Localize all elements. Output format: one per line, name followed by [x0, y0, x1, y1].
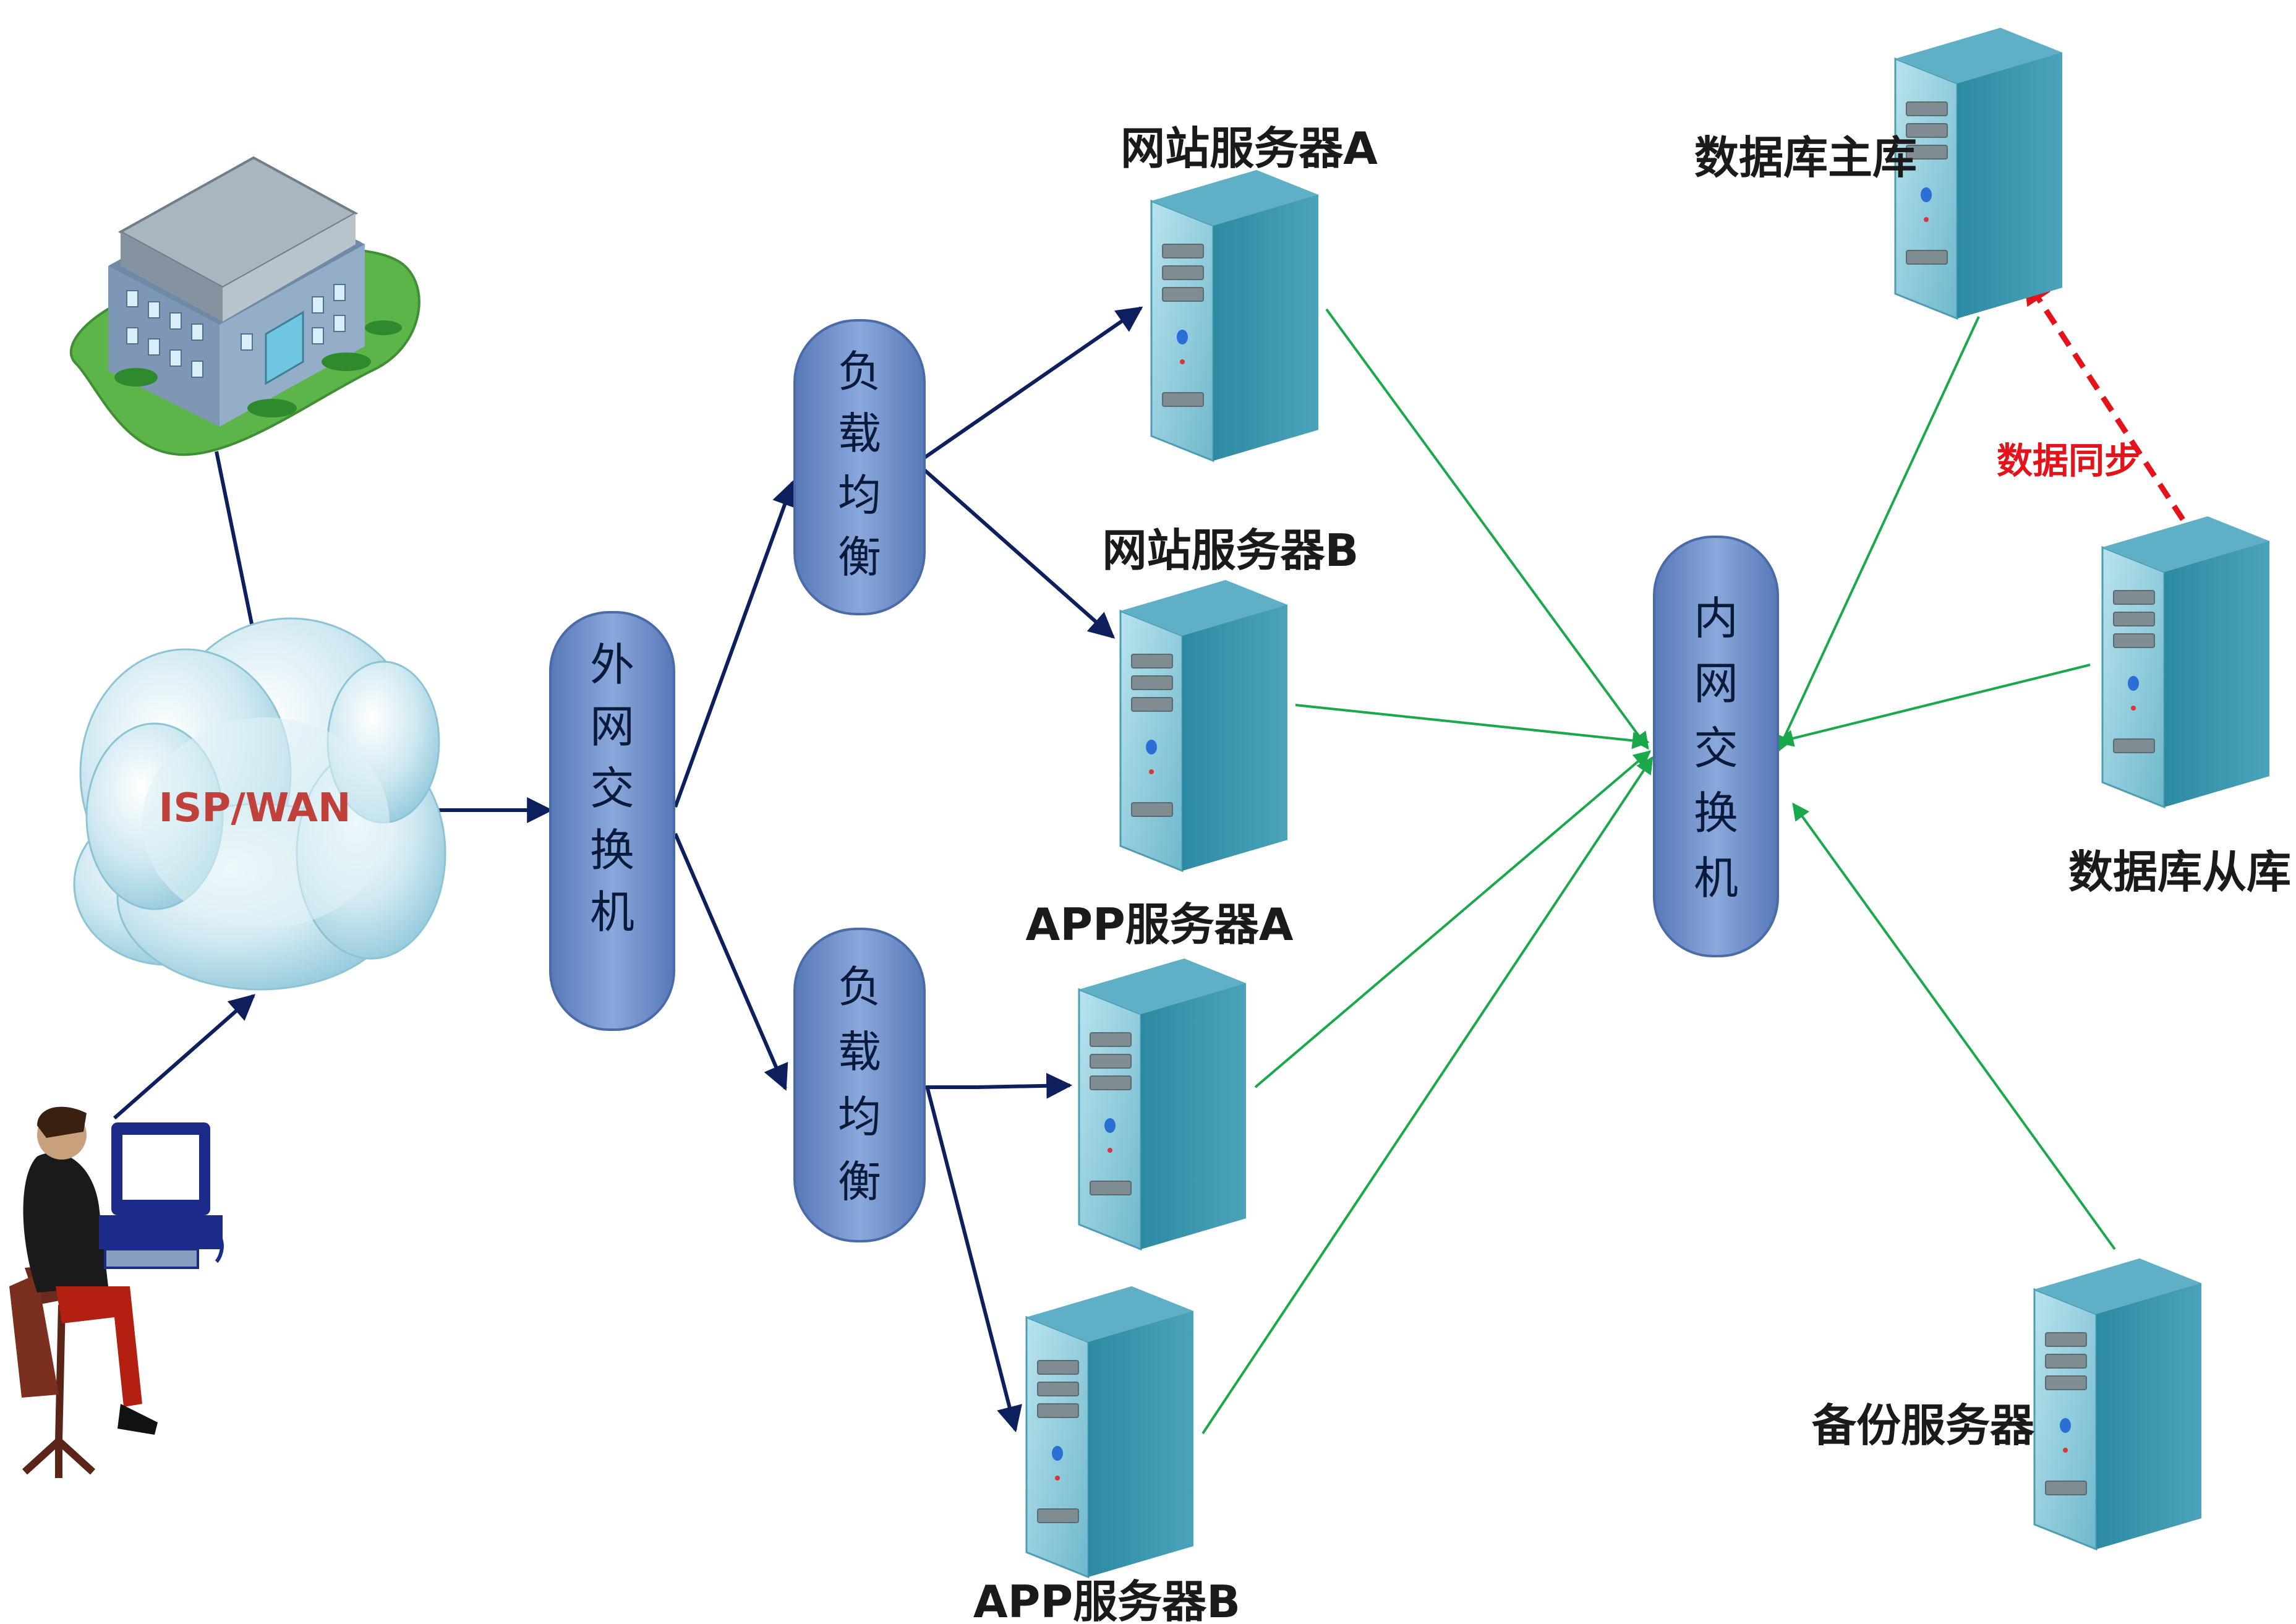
server-icon: [1078, 957, 1247, 1250]
inner-switch-char-1: 内: [1694, 592, 1738, 644]
link-app-a-to-inner-switch: [1254, 750, 1652, 1088]
lb-top-char-2: 载: [838, 408, 881, 459]
lb-top-char-4: 衡: [838, 532, 881, 583]
inner-switch-char-4: 换: [1694, 787, 1738, 839]
link-web-a-to-inner-switch: [1325, 308, 1649, 750]
server-web-a: 网站服务器A: [1120, 122, 1378, 462]
lb-bottom-char-1: 负: [838, 962, 881, 1012]
link-lb-top-to-web-b: [923, 468, 1116, 639]
outer-switch: 外 网 交 换 机: [549, 611, 675, 1031]
lb-bottom-char-4: 衡: [838, 1156, 881, 1207]
office-building-icon: [69, 156, 420, 456]
web-a-label: 网站服务器A: [1120, 122, 1378, 174]
inner-switch-char-5: 机: [1694, 852, 1738, 904]
server-backup: 备份服务器: [1812, 1257, 2203, 1550]
link-outer-switch-to-lb-top: [673, 480, 797, 808]
server-icon: [1894, 27, 2063, 320]
link-lb-top-to-web-a: [923, 306, 1143, 459]
link-db-master-to-inner-switch: [1776, 316, 1980, 753]
external-links: [113, 306, 1143, 1433]
link-lb-bottom-to-app-a: [924, 1072, 1073, 1099]
server-app-a: APP服务器A: [1026, 899, 1294, 1250]
db-slave-label: 数据库从库: [2068, 846, 2291, 898]
inner-switch-char-3: 交: [1694, 722, 1738, 774]
outer-switch-char-5: 机: [590, 886, 634, 938]
server-db-master: 数据库主库: [1694, 27, 2063, 320]
link-backup-to-inner-switch: [1792, 802, 2116, 1250]
cloud-icon: ISP/WAN: [73, 617, 446, 991]
link-user-to-cloud: [113, 994, 256, 1120]
backup-label: 备份服务器: [1812, 1400, 2035, 1451]
outer-switch-char-2: 网: [590, 701, 634, 753]
link-app-b-to-inner-switch: [1201, 756, 1654, 1435]
db-master-label: 数据库主库: [1694, 132, 1917, 184]
cloud-label: ISP/WAN: [159, 785, 351, 831]
server-web-b: 网站服务器B: [1103, 524, 1359, 872]
load-balancer-bottom: 负 载 均 衡: [793, 928, 926, 1242]
server-db-slave: 数据库从库: [2068, 515, 2291, 898]
inner-switch-char-2: 网: [1694, 657, 1738, 709]
server-icon: [1119, 579, 1289, 872]
link-db-slave-to-inner-switch: [1776, 664, 2091, 747]
app-b-label: APP服务器B: [973, 1576, 1240, 1624]
link-lb-bottom-to-app-b: [926, 1088, 1022, 1433]
outer-switch-char-1: 外: [590, 639, 634, 691]
data-sync-arrow: [2023, 276, 2185, 521]
sync-label: 数据同步: [1997, 440, 2140, 482]
server-icon: [1150, 169, 1320, 462]
inner-switch: 内 网 交 换 机: [1653, 536, 1779, 957]
outer-switch-char-3: 交: [590, 763, 634, 814]
server-icon: [1025, 1285, 1195, 1578]
server-icon: [2033, 1257, 2203, 1550]
internal-links: [1201, 308, 2116, 1435]
link-web-b-to-inner-switch: [1295, 704, 1650, 750]
outer-switch-char-4: 换: [590, 824, 634, 876]
link-outer-switch-to-lb-bottom: [673, 832, 788, 1091]
server-icon: [2101, 515, 2271, 808]
app-a-label: APP服务器A: [1026, 899, 1294, 951]
server-app-b: APP服务器B: [973, 1285, 1240, 1624]
person-at-computer-icon: [9, 1106, 224, 1478]
lb-bottom-char-3: 均: [838, 1092, 881, 1142]
load-balancer-top: 负 载 均 衡: [793, 319, 926, 615]
lb-bottom-char-2: 载: [838, 1027, 881, 1077]
lb-top-char-3: 均: [838, 470, 881, 521]
web-b-label: 网站服务器B: [1103, 524, 1359, 576]
lb-top-char-1: 负: [838, 346, 881, 397]
